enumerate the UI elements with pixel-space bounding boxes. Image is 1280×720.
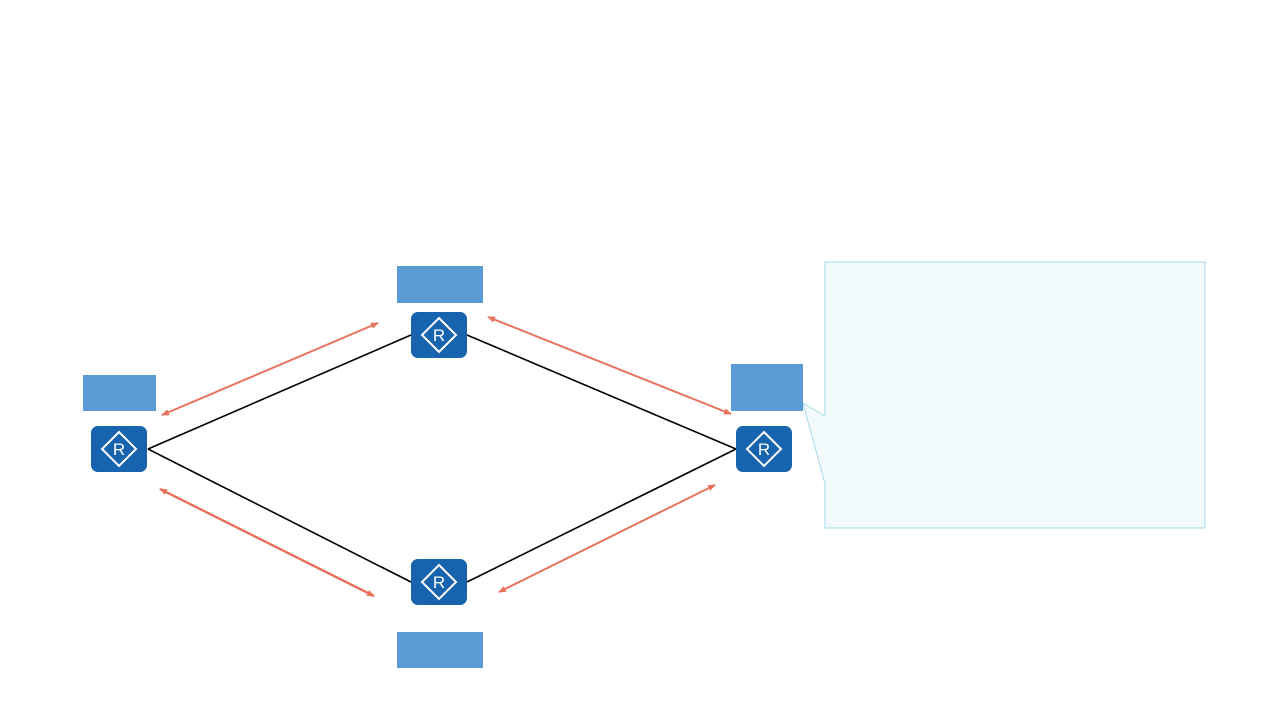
router-label-right xyxy=(731,364,803,411)
arrow-left-bottom xyxy=(159,487,375,598)
router-top[interactable]: R xyxy=(411,312,467,358)
svg-text:R: R xyxy=(433,326,445,345)
router-label-bottom xyxy=(397,632,483,668)
svg-text:R: R xyxy=(433,573,445,592)
link-left-top xyxy=(147,334,412,450)
link-top-right xyxy=(466,334,737,450)
exchange-arrows xyxy=(159,316,732,598)
arrow-bottom-right xyxy=(498,484,716,593)
router-right[interactable]: R xyxy=(736,426,792,472)
link-left-bottom xyxy=(147,448,412,583)
router-icon: R xyxy=(420,563,458,601)
routers: R R R R xyxy=(91,312,792,605)
link-bottom-right xyxy=(466,448,737,583)
router-labels xyxy=(83,266,803,668)
router-bottom[interactable]: R xyxy=(411,559,467,605)
router-icon: R xyxy=(420,316,458,354)
router-icon: R xyxy=(745,430,783,468)
router-icon: R xyxy=(100,430,138,468)
svg-text:R: R xyxy=(758,440,770,459)
callout xyxy=(802,261,1206,529)
router-label-top xyxy=(397,266,483,303)
router-left[interactable]: R xyxy=(91,426,147,472)
callout-box xyxy=(802,261,1206,529)
arrow-top-right xyxy=(487,316,732,415)
svg-text:R: R xyxy=(113,440,125,459)
router-label-left xyxy=(83,375,156,411)
links xyxy=(147,334,737,583)
arrow-left-top xyxy=(161,322,379,416)
